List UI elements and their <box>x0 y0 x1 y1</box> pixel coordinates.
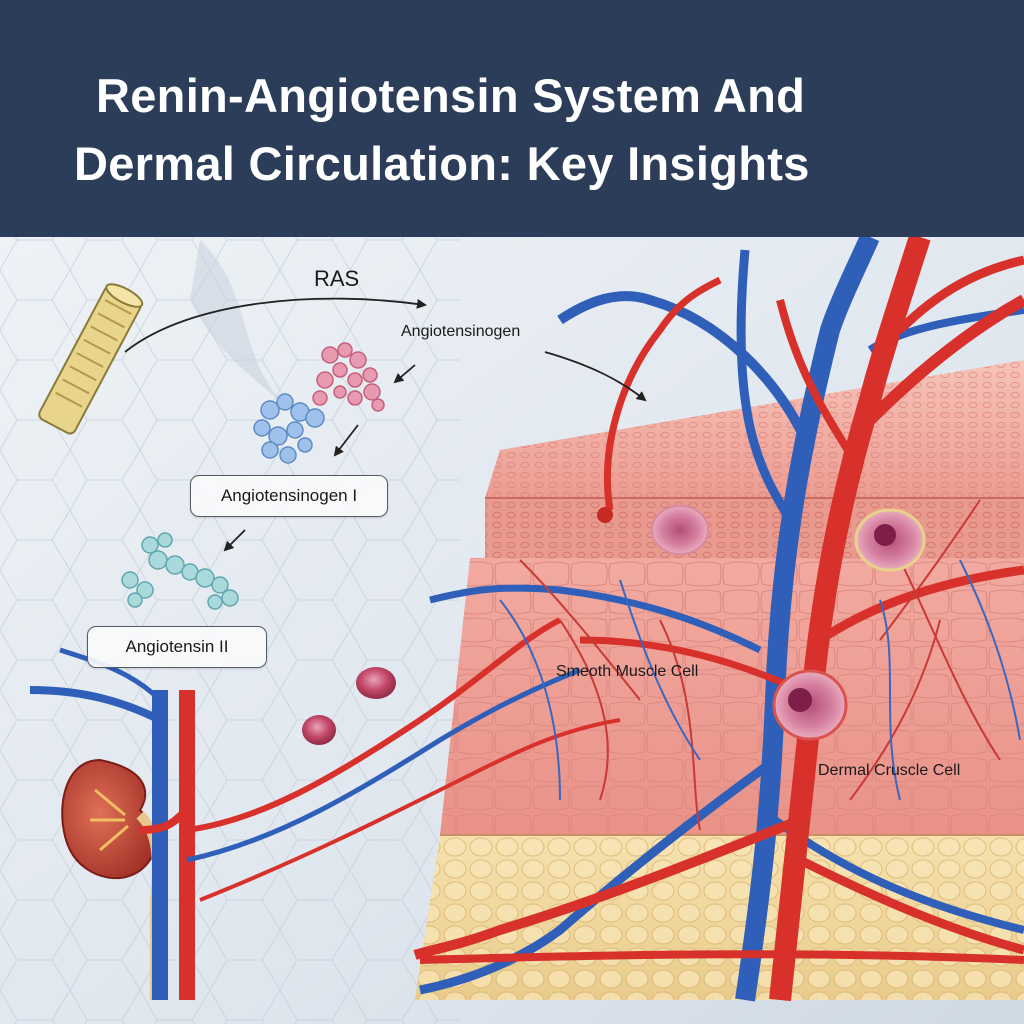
page-title: Renin-Angiotensin System And Dermal Circ… <box>74 62 974 198</box>
ras-label: RAS <box>314 266 360 291</box>
angiotensin-ii-box: Angiotensin II <box>87 626 267 668</box>
title-line-1: Renin-Angiotensin System And <box>96 69 806 122</box>
pathway-arrows <box>124 297 647 552</box>
angiotensinogen-i-box: Angiotensinogen I <box>190 475 388 517</box>
angiotensinogen-label: Angiotensinogen <box>401 323 521 340</box>
vessels <box>29 237 1024 1002</box>
molecule-pink-icon <box>312 342 385 412</box>
title-line-2: Dermal Circulation: Key Insights <box>74 137 810 190</box>
smooth-muscle-cell-label: Smeoth Muscle Cell <box>556 663 699 680</box>
dermal-cells <box>651 505 926 741</box>
header-banner: Renin-Angiotensin System And Dermal Circ… <box>0 0 1024 237</box>
illustration <box>0 237 1024 1024</box>
molecule-blue-icon <box>253 393 325 464</box>
vessel-tube-icon <box>38 283 144 435</box>
dermal-cell-label: Dermal Cruscle Cell <box>818 762 961 779</box>
red-blood-cell-icon <box>302 667 396 745</box>
molecule-teal-icon <box>121 532 239 610</box>
